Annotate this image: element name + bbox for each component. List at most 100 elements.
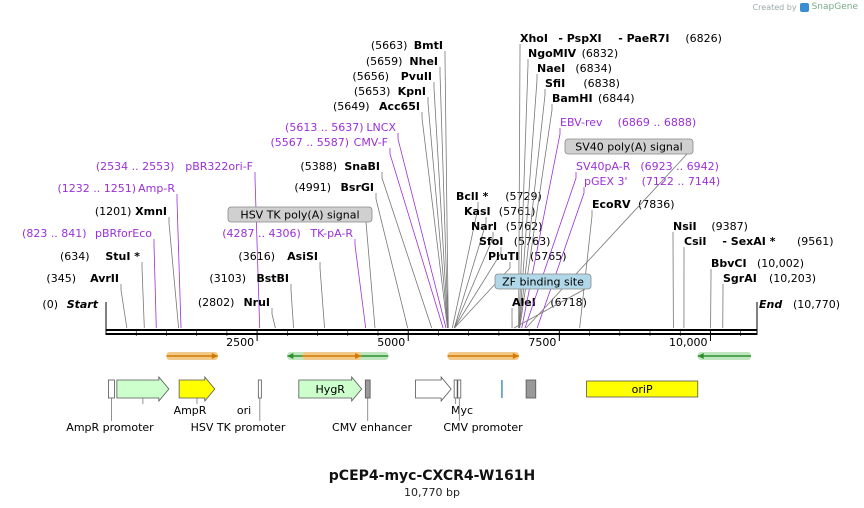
- site-label-bmti: BmtI: [414, 39, 443, 52]
- site-pos: (5567 .. 5587): [270, 136, 349, 149]
- site-label-right: SgrAI: [723, 272, 757, 285]
- site-pos: (1201): [95, 205, 132, 218]
- site-pos: (9561): [797, 235, 834, 248]
- site-label-pbrforeco: pBRforEco: [95, 227, 152, 240]
- site-label-right: BbvCI: [711, 257, 747, 270]
- site-label-nhei: NheI: [409, 55, 438, 68]
- feature-label: HSV TK promoter: [191, 421, 286, 434]
- site-pos: (10,203): [769, 272, 816, 285]
- site-pos: (2802): [198, 296, 235, 309]
- orf-arrowhead: [211, 353, 218, 359]
- leader-line: [354, 239, 367, 329]
- leader-line: [381, 172, 433, 329]
- site-label-snabi: SnaBI: [344, 160, 380, 173]
- tick-label: 2500: [226, 336, 254, 349]
- site-pos: (6832): [582, 47, 619, 60]
- site-label-pbr322ori-f: pBR322ori-F: [185, 160, 253, 173]
- backbone-bottom: [106, 333, 757, 335]
- site-label-right: NsiI: [673, 220, 697, 233]
- site-label-nrui: NruI: [243, 296, 270, 309]
- primer-label-right: pGEX 3': [584, 175, 628, 188]
- site-pos: (5761): [499, 205, 536, 218]
- leader-line: [439, 67, 449, 329]
- feature-ampr-promoter: [108, 379, 115, 399]
- site-label-stui: StuI *: [105, 250, 140, 263]
- site-label-asisi: AsiSI: [287, 250, 318, 263]
- leader-line: [518, 59, 529, 329]
- site-label-xmni: XmnI: [135, 205, 167, 218]
- leader-line: [375, 193, 409, 329]
- feature-box-label: HSV TK poly(A) signal: [240, 209, 359, 222]
- site-pos: (5762): [506, 220, 543, 233]
- tick-label: 5000: [377, 336, 405, 349]
- leader-line: [518, 44, 521, 329]
- feature-label: CMV promoter: [443, 421, 523, 434]
- site-pos: (6838): [583, 77, 620, 90]
- site-label-extra: - PaeR7I: [618, 32, 669, 45]
- site-pos: (4991): [294, 181, 331, 194]
- leader-line: [453, 232, 494, 329]
- site-label-right: CsiI: [684, 235, 706, 248]
- plasmid-title: pCEP4-myc-CXCR4-W161H: [328, 468, 536, 484]
- primer-label-right: SV40pA-R: [576, 160, 631, 173]
- leader-line: [454, 247, 502, 329]
- site-label-bstbi: BstBI: [256, 272, 289, 285]
- snapgene-credit: Created by SnapGene: [753, 2, 858, 12]
- site-pos: (5765): [530, 250, 567, 263]
- site-label-mid: SfoI: [479, 235, 503, 248]
- snapgene-logo-icon: [799, 2, 809, 12]
- feature-box: [564, 138, 694, 155]
- site-label-extra: - SexAI *: [722, 235, 775, 248]
- site-label-right: BamHI: [552, 92, 593, 105]
- site-label-right: AleI: [512, 296, 536, 309]
- site-label-mid: KasI: [464, 205, 491, 218]
- credit-prefix: Created by: [752, 2, 797, 12]
- leader-line: [579, 210, 593, 329]
- site-label-right: NaeI: [537, 62, 565, 75]
- tick-label: 7500: [528, 336, 556, 349]
- feature-box-label: ZF binding site: [502, 276, 584, 289]
- site-pos: (6844): [598, 92, 635, 105]
- site-pos: (634): [60, 250, 90, 263]
- end-label: End: [759, 298, 782, 311]
- site-pos: (5663): [371, 39, 408, 52]
- primer-pos: (6923 .. 6942): [640, 160, 719, 173]
- leader-line: [433, 82, 449, 329]
- site-label-amp-r: Amp-R: [138, 182, 175, 195]
- orf-arrowhead: [355, 353, 362, 359]
- leader-line: [454, 262, 511, 329]
- site-label-right: XhoI: [520, 32, 548, 45]
- box-leader: [525, 153, 688, 329]
- feature-cmv-promoter: [457, 379, 462, 399]
- site-pos: (3616): [238, 250, 275, 263]
- site-pos: (345): [46, 272, 76, 285]
- leader-line: [176, 194, 182, 329]
- plasmid-length: 10,770 bp: [404, 486, 460, 499]
- leader-line: [254, 172, 261, 329]
- leader-line: [453, 217, 487, 329]
- primer-label-right: EBV-rev: [560, 116, 603, 129]
- feature-unnamed: [415, 375, 452, 403]
- box-leader: [365, 221, 376, 329]
- site-label-mid: NarI: [471, 220, 497, 233]
- feature-hsv-tk-promoter: [257, 379, 262, 399]
- start-pos: (0): [42, 298, 58, 311]
- site-pos: (6834): [575, 62, 612, 75]
- site-label-mid: BclI *: [456, 190, 489, 203]
- end-pos: (10,770): [793, 298, 840, 311]
- feature-label: AmpR promoter: [66, 421, 154, 434]
- credit-brand: SnapGene: [811, 2, 858, 12]
- leader-line: [153, 239, 157, 329]
- feature-myc: [453, 379, 458, 399]
- site-label-kpni: KpnI: [398, 85, 426, 98]
- site-label-tk-pa-r: TK-pA-R: [309, 227, 353, 240]
- tick-label: 10,000: [669, 336, 708, 349]
- site-label-right: EcoRV: [592, 198, 631, 211]
- feature-ampr: [116, 375, 170, 403]
- leader-line: [271, 308, 276, 329]
- feature-cmv-enhancer: [364, 379, 371, 399]
- site-label-extra: - PspXI: [558, 32, 601, 45]
- leader-line: [120, 284, 128, 329]
- orf-arrowhead: [287, 353, 294, 359]
